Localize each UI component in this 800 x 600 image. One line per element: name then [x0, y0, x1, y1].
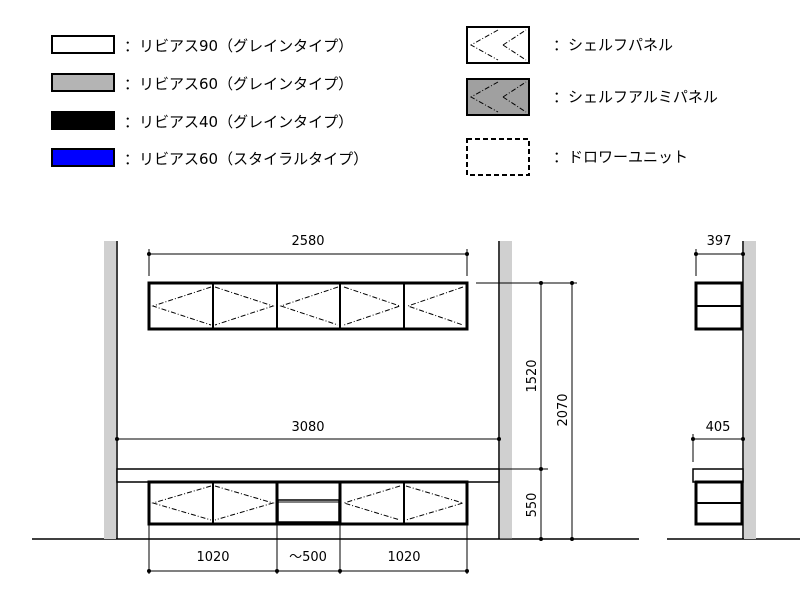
legend: ：リビアス90（グレインタイプ） ：リビアス60（グレインタイプ） ：リビアス4… [51, 35, 368, 168]
side-counter-board [692, 468, 744, 483]
dim-label-upper-width: 2580 [291, 234, 324, 249]
legend-swatch-libias60-grain [51, 73, 115, 92]
dim-label-side-lower-depth: 405 [706, 420, 731, 435]
side-wall [744, 241, 756, 539]
lower-cabinets [147, 480, 469, 526]
dim-label-total-height: 2070 [556, 393, 571, 426]
legend-label-libias40-grain: ：リビアス40（グレインタイプ） [124, 113, 353, 131]
dim-label-base-height: 550 [525, 493, 540, 518]
legend-swatch-libias90-grain [51, 35, 115, 54]
dim-heights: 1520 550 2070 [476, 281, 577, 541]
dim-label-side-upper-depth: 397 [707, 234, 732, 249]
legend-label-drawer-unit: ：ドロワーユニット [553, 148, 688, 166]
dim-label-upper-height: 1520 [525, 359, 540, 392]
dim-lower-width: 3080 [115, 420, 501, 441]
dim-upper-width: 2580 [147, 234, 469, 276]
drawer-unit-symbol [466, 138, 530, 176]
dim-side-lower-depth: 405 [691, 420, 745, 462]
counter-board [116, 468, 500, 483]
side-elevation: 397 405 [667, 234, 800, 540]
legend-label-libias90-grain: ：リビアス90（グレインタイプ） [124, 37, 353, 55]
left-wall [104, 241, 116, 539]
dim-label-lower-width: 3080 [291, 420, 324, 435]
dim-label-right-cabinet: 1020 [387, 550, 420, 565]
right-wall [500, 241, 512, 539]
legend-swatch-libias60-stylar [51, 148, 115, 167]
legend-right: ：シェルフパネル ：シェルフアルミパネル ：ドロワーユニット [466, 26, 718, 176]
front-elevation: 2580 3080 1520 550 2070 [32, 234, 639, 574]
dim-side-upper-depth: 397 [694, 234, 745, 276]
dim-label-center-gap: ～500 [289, 550, 327, 565]
legend-label-shelf-aluminum-panel: ：シェルフアルミパネル [553, 88, 718, 106]
dim-bottom-widths: 1020 ～500 1020 [147, 524, 469, 574]
legend-label-shelf-panel: ：シェルフパネル [553, 36, 673, 54]
dim-label-left-cabinet: 1020 [196, 550, 229, 565]
shelf-panel-symbol [466, 26, 530, 64]
legend-label-libias60-grain: ：リビアス60（グレインタイプ） [124, 75, 353, 93]
drawer-gap-unit [277, 499, 340, 523]
legend-swatch-libias40-grain [51, 111, 115, 130]
upper-shelf-unit [147, 281, 469, 331]
legend-label-libias60-stylar: ：リビアス60（スタイラルタイプ） [124, 150, 368, 168]
shelf-aluminum-panel-symbol [466, 78, 530, 116]
